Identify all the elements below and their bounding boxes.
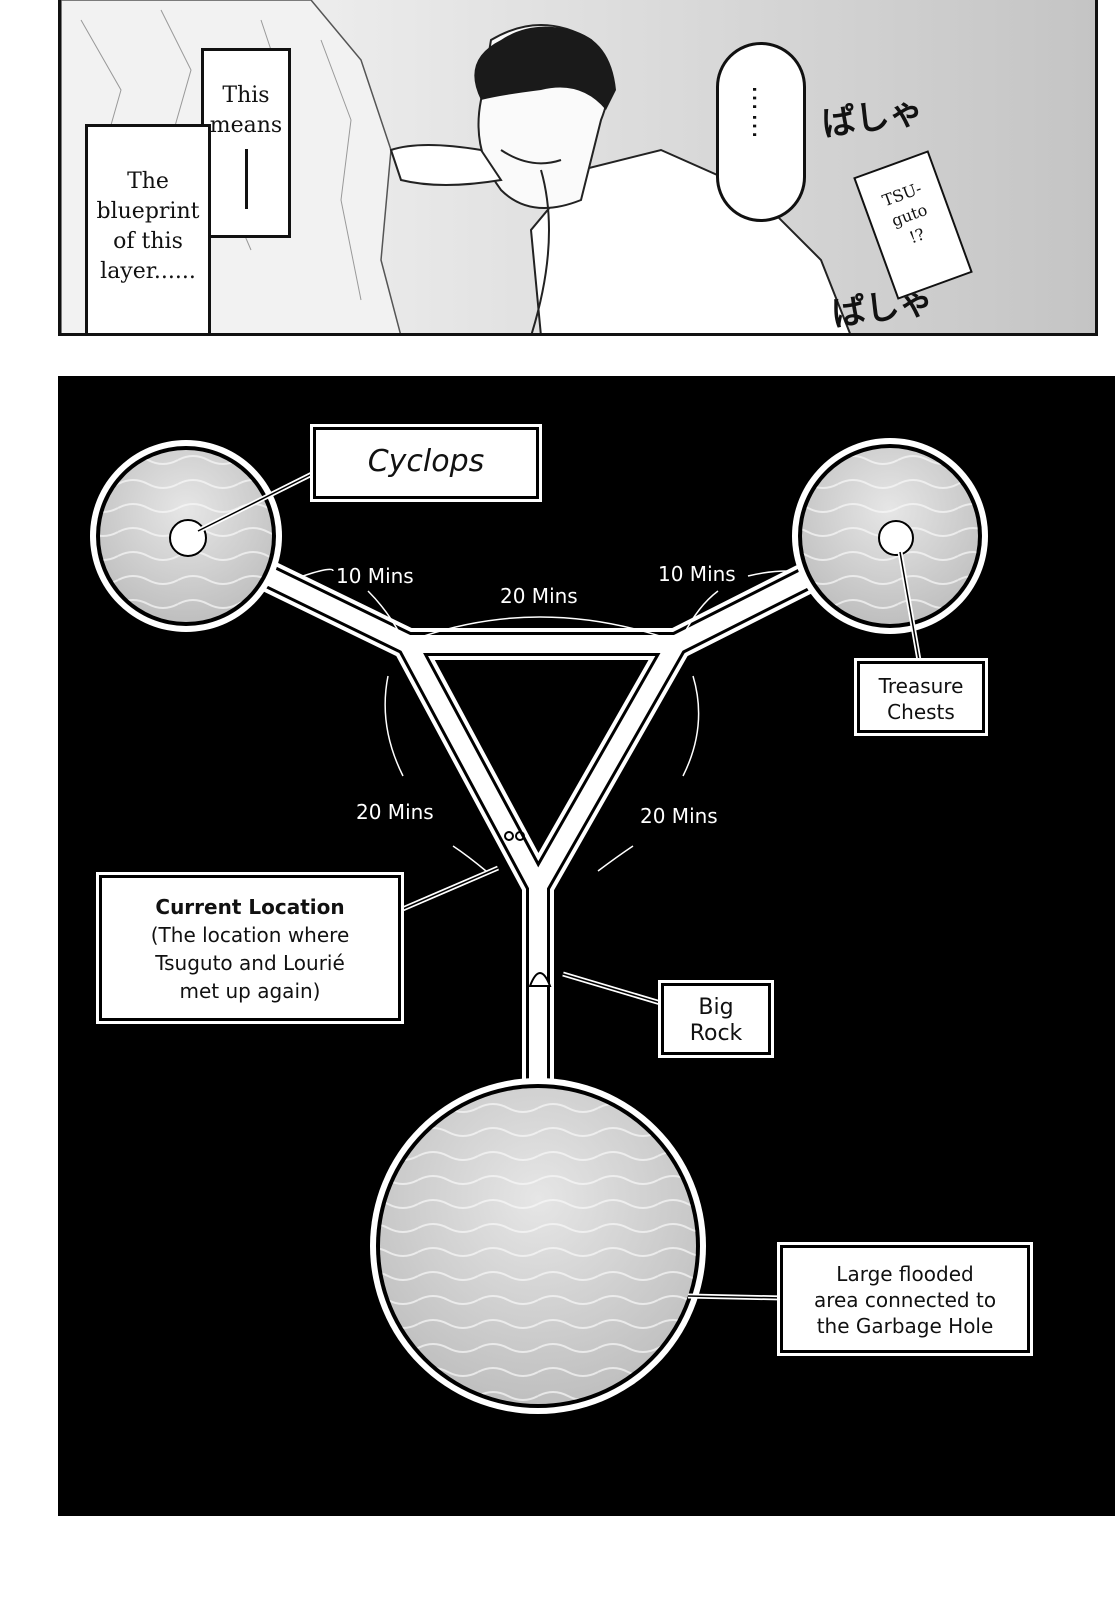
- label-flooded-area: Large flooded area connected to the Garb…: [780, 1245, 1030, 1353]
- label-line: Chests: [887, 700, 955, 724]
- label-line: met up again): [179, 979, 321, 1003]
- dungeon-map: [90, 438, 988, 1414]
- narration-line: This: [222, 83, 270, 108]
- room-treasure: [792, 438, 988, 634]
- corridors: [170, 520, 906, 1152]
- label-line: (The location where: [150, 923, 350, 947]
- narration-box-this-means: This means: [201, 48, 291, 238]
- narration-line: The: [127, 169, 169, 194]
- label-line: Treasure: [878, 674, 964, 698]
- label-line: Large flooded: [836, 1262, 974, 1286]
- time-arcs: [302, 568, 789, 872]
- current-location-marker: [504, 831, 525, 841]
- time-label-right-side: 20 Mins: [640, 804, 718, 828]
- label-line: the Garbage Hole: [816, 1314, 994, 1338]
- label-line: area connected to: [813, 1288, 997, 1312]
- time-label-top-middle: 20 Mins: [500, 584, 578, 608]
- label-current-location-title: Current Location: [155, 895, 345, 919]
- map-panel: 10 Mins 20 Mins 10 Mins 20 Mins 20 Mins …: [58, 376, 1115, 1516]
- narration-line: layer......: [100, 259, 196, 284]
- time-label-top-right: 10 Mins: [658, 562, 736, 586]
- time-label-left-side: 20 Mins: [356, 800, 434, 824]
- speech-bubble: ……: [716, 42, 806, 222]
- big-rock-marker: [528, 972, 552, 987]
- narration-box-blueprint: The blueprint of this layer......: [85, 124, 211, 333]
- label-big-rock: Big Rock: [661, 983, 771, 1055]
- top-manga-panel: This means The blueprint of this layer..…: [58, 0, 1098, 336]
- cyclops-marker: [169, 519, 207, 557]
- label-current-location: Current Location (The location where Tsu…: [99, 875, 401, 1021]
- room-flooded-area: [370, 1078, 706, 1414]
- speech-text: ……: [746, 85, 776, 141]
- label-treasure-chests: Treasure Chests: [857, 661, 985, 733]
- narration-line: of this: [113, 229, 183, 254]
- treasure-marker: [878, 520, 914, 556]
- time-label-top-left: 10 Mins: [336, 564, 414, 588]
- narration-line: blueprint: [96, 199, 200, 224]
- narration-line: means: [209, 113, 283, 138]
- label-line: Tsuguto and Lourié: [155, 951, 345, 975]
- label-cyclops: Cyclops: [313, 427, 539, 499]
- character-figure: [389, 24, 851, 333]
- label-line: Rock: [689, 1021, 743, 1046]
- label-line: Big: [698, 995, 734, 1020]
- room-cyclops: [90, 440, 282, 632]
- dash-mark: [244, 149, 248, 209]
